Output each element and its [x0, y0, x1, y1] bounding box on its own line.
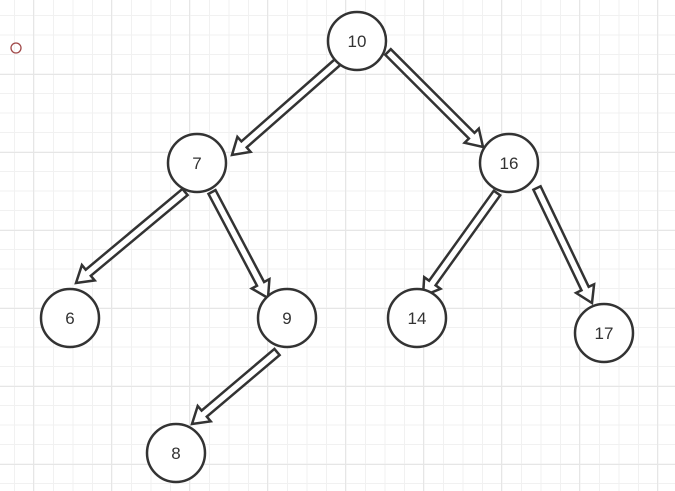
node-circle	[386, 287, 448, 349]
edge-arrow-n9-n8	[190, 347, 282, 426]
edge-arrow-n7-n6	[74, 187, 190, 285]
node-circle	[39, 287, 101, 349]
tree-node-16: 16	[478, 132, 540, 194]
node-label: 6	[65, 309, 74, 328]
tree-node-14: 14	[386, 287, 448, 349]
tree-node-17: 17	[573, 302, 635, 364]
node-circle	[166, 132, 228, 194]
node-circle	[573, 302, 635, 364]
edge-arrow-n16-n14	[421, 188, 502, 298]
node-circle	[326, 10, 388, 72]
node-label: 7	[192, 154, 201, 173]
tree-node-6: 6	[39, 287, 101, 349]
edge-arrow-n16-n17	[531, 184, 596, 306]
edge-arrow-n7-n9	[206, 188, 271, 301]
tree-node-7: 7	[166, 132, 228, 194]
node-circle	[478, 132, 540, 194]
node-circle	[256, 287, 318, 349]
origin-marker	[10, 42, 22, 54]
node-circle	[145, 422, 207, 484]
node-label: 10	[348, 32, 367, 51]
node-label: 17	[595, 324, 614, 343]
tree-node-9: 9	[256, 287, 318, 349]
edge-arrow-n10-n7	[230, 55, 345, 157]
node-label: 9	[282, 309, 291, 328]
edge-arrow-n10-n16	[383, 47, 485, 149]
node-label: 8	[171, 444, 180, 463]
tree-node-10: 10	[326, 10, 388, 72]
tree-node-8: 8	[145, 422, 207, 484]
node-label: 14	[408, 309, 427, 328]
node-label: 16	[500, 154, 519, 173]
